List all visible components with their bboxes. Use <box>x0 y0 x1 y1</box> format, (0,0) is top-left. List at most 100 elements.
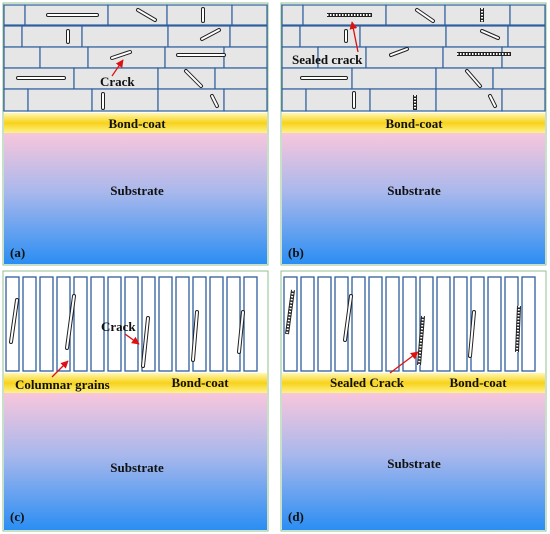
sealed-crack-fill <box>286 289 294 335</box>
cracks-c <box>9 294 245 368</box>
panel-b-border <box>280 2 547 266</box>
crack-gap <box>390 48 408 56</box>
splat-brick <box>3 88 29 112</box>
splat-brick <box>501 46 546 69</box>
splat-brick <box>3 25 23 48</box>
crack-gap <box>10 299 18 343</box>
columnar-grain <box>158 276 173 372</box>
crack-callout-c: Crack <box>101 319 136 334</box>
columnar-grain <box>351 276 366 372</box>
crack-gap <box>192 311 198 361</box>
splat-brick <box>444 4 511 26</box>
substrate-b <box>282 133 545 264</box>
crack-gap <box>481 30 499 39</box>
crack-callout-a: Crack <box>100 74 135 89</box>
columnar-grain <box>39 276 54 372</box>
splat-brick <box>81 25 169 48</box>
crack-arrow-a <box>111 59 124 77</box>
splat-brick <box>39 46 89 69</box>
substrate-label-a: Substrate <box>110 183 164 198</box>
splat-brick <box>281 25 301 48</box>
columnar-grain <box>521 276 536 372</box>
columnar-grain <box>419 276 434 372</box>
columnar-grain <box>487 276 502 372</box>
substrate-c <box>4 393 267 530</box>
splat-brick <box>87 46 166 69</box>
substrate-label-d: Substrate <box>387 456 441 471</box>
columnar-grain <box>209 276 224 372</box>
crack-gap <box>185 70 202 87</box>
panel-d-border <box>280 270 547 532</box>
substrate-label-b: Substrate <box>387 183 441 198</box>
sealed-crack-callout-b: Sealed crack <box>292 52 363 67</box>
splat-brick <box>359 25 447 48</box>
panel-d: Bond-coat Substrate (d) Sealed Crack <box>280 270 547 532</box>
columnar-grain <box>226 276 241 372</box>
splat-brick <box>442 46 503 69</box>
splat-brick <box>3 46 41 69</box>
columnar-grains-callout-c: Columnar grains <box>15 377 110 392</box>
columnar-grain <box>107 276 122 372</box>
splat-brick <box>507 25 546 48</box>
bondcoat-label-a: Bond-coat <box>108 116 166 131</box>
crack-gap <box>344 295 352 341</box>
sealed-crack-arrow-b <box>349 21 359 53</box>
cracks-a <box>16 7 226 110</box>
crack-gap <box>111 51 131 59</box>
panel-c-border <box>2 270 269 532</box>
crack-gap <box>489 95 496 107</box>
splat-brick <box>281 88 307 112</box>
splat-brick <box>492 67 546 90</box>
bondcoat-a <box>4 113 267 133</box>
panel-b: Bond-coat Substrate (b) Sealed crack <box>280 2 547 266</box>
columnar-grain <box>317 276 332 372</box>
splat-brick <box>305 88 371 112</box>
splat-brick <box>351 67 437 90</box>
crack-gap <box>469 311 475 357</box>
splat-brick <box>164 46 225 69</box>
sealed-crack-fill <box>418 315 424 366</box>
splat-brick <box>21 25 83 48</box>
splat-brick <box>281 4 304 26</box>
splat-brick <box>435 67 494 90</box>
splat-bricks-a <box>3 4 268 112</box>
crack-gap <box>211 95 218 107</box>
bondcoat-b <box>282 113 545 133</box>
bondcoat-d <box>282 373 545 393</box>
splat-brick <box>229 25 268 48</box>
crack-gap <box>238 311 244 353</box>
panel-label-a: (a) <box>10 245 25 260</box>
panel-label-c: (c) <box>10 509 24 524</box>
crack-arrow-c <box>124 333 140 345</box>
columnar-grain <box>124 276 139 372</box>
columnar-grain <box>504 276 519 372</box>
splat-brick <box>299 25 361 48</box>
splat-brick <box>107 4 168 26</box>
columnar-grain <box>436 276 451 372</box>
panel-label-b: (b) <box>288 245 304 260</box>
bondcoat-label-b: Bond-coat <box>385 116 443 131</box>
sealed-cracks-d <box>285 289 521 366</box>
crack-gap <box>201 29 220 40</box>
substrate-label-c: Substrate <box>110 460 164 475</box>
columnar-grain <box>368 276 383 372</box>
columnar-grains-d <box>283 276 536 372</box>
columnar-grains-c <box>5 276 258 372</box>
crack-gap <box>466 70 481 87</box>
splat-brick <box>231 4 268 26</box>
splat-brick <box>501 88 546 112</box>
columnar-grain <box>243 276 258 372</box>
substrate-a <box>4 133 267 264</box>
columnar-grain <box>283 276 298 372</box>
crack-gap <box>142 317 149 367</box>
splat-brick <box>223 88 268 112</box>
columnar-grain <box>56 276 71 372</box>
substrate-d <box>282 393 545 530</box>
sealed-crack-callout-d: Sealed Crack <box>330 375 405 390</box>
crack-gap <box>416 9 434 22</box>
columnar-grain <box>300 276 315 372</box>
sealed-crack <box>515 305 521 353</box>
splat-brick <box>385 4 446 26</box>
bondcoat-c <box>4 373 267 393</box>
crack-gap <box>137 9 156 21</box>
